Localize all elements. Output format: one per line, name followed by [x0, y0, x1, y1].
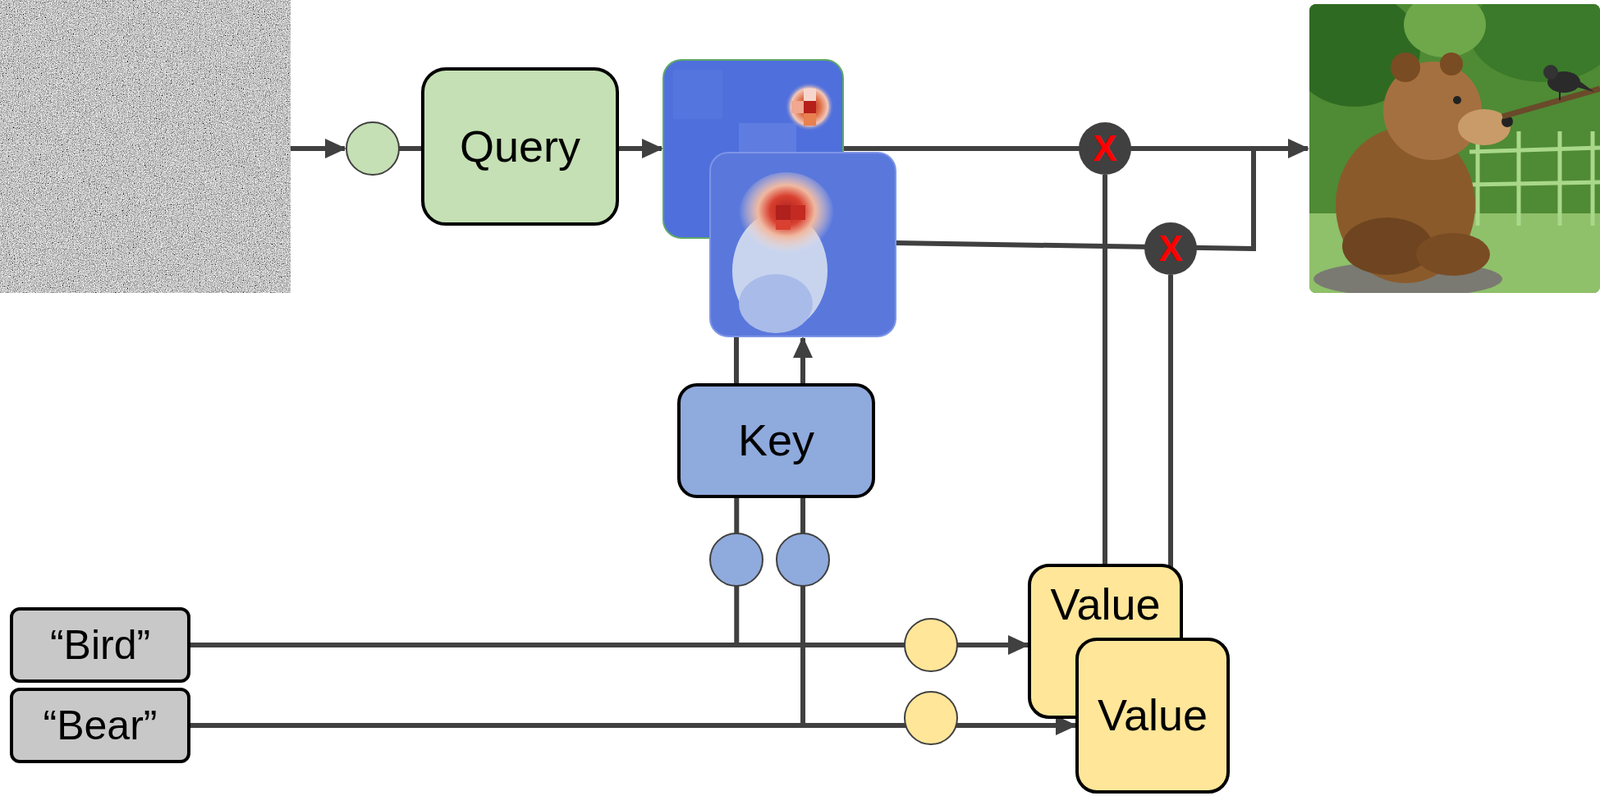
node-label: X — [1158, 229, 1183, 269]
node-label: Query — [459, 122, 581, 171]
flow-arrow — [290, 146, 345, 152]
connector — [1102, 174, 1108, 564]
op-circle — [776, 533, 830, 587]
op-circle — [710, 533, 763, 587]
noise-image — [0, 0, 291, 294]
key-line — [733, 336, 739, 384]
node-label: Value — [1049, 580, 1160, 629]
op-circle — [346, 122, 399, 175]
process-box: Key — [677, 383, 876, 499]
process-box: Value — [1075, 637, 1230, 794]
node-label: “Bear” — [43, 703, 158, 749]
connector — [190, 642, 1028, 648]
connector — [190, 498, 803, 726]
node-label: “Bird” — [50, 623, 151, 669]
token-box: “Bird” — [9, 607, 191, 684]
process-box: Query — [421, 67, 619, 226]
multiply-node: X — [1144, 222, 1197, 276]
multiply-node: X — [1078, 122, 1132, 175]
op-circle — [904, 692, 958, 745]
flow-arrow — [618, 146, 662, 152]
node-label: Key — [738, 416, 815, 465]
flow-line — [895, 148, 1254, 249]
op-circle — [904, 618, 958, 672]
flow-arrow — [843, 146, 1308, 152]
output-image — [1309, 4, 1600, 294]
flow-line — [398, 146, 422, 152]
attention-map — [710, 152, 896, 337]
token-box: “Bear” — [9, 687, 191, 764]
key-arrow — [800, 338, 806, 384]
connector — [190, 498, 737, 646]
node-label: X — [1092, 128, 1117, 169]
node-label: Value — [1097, 691, 1208, 740]
